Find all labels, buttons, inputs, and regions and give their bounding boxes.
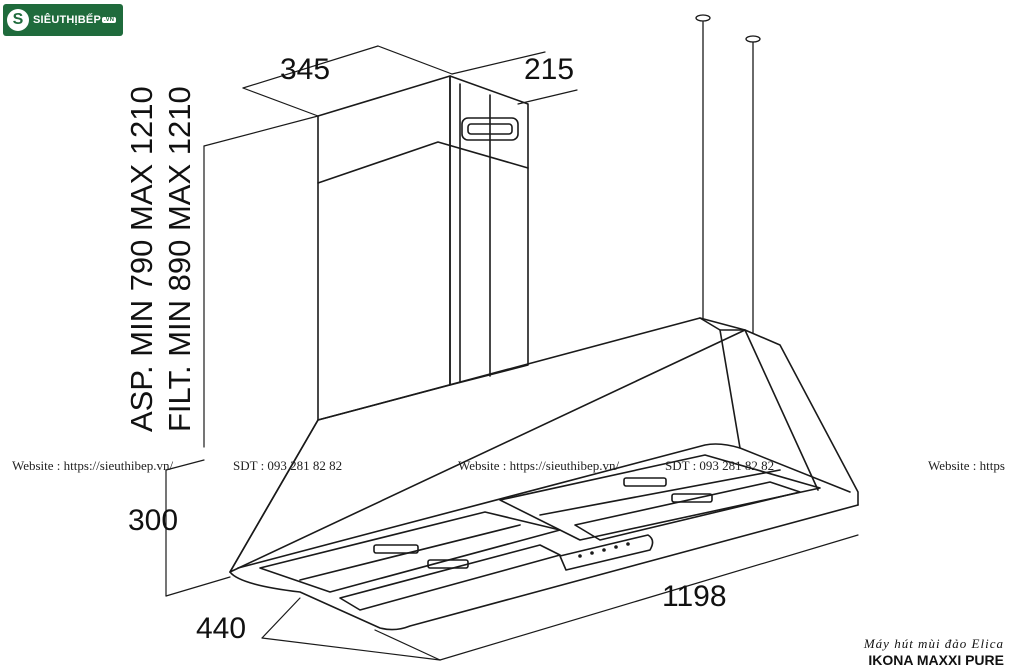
dim-hood-depth: 440 bbox=[196, 612, 246, 645]
watermark-phone: SDT : 093 281 82 82 bbox=[233, 458, 343, 473]
suspension-cables bbox=[695, 14, 761, 334]
control-buttons bbox=[578, 542, 630, 558]
logo-suffix: .VN bbox=[102, 17, 117, 23]
hood-body bbox=[229, 317, 859, 631]
chimney bbox=[317, 75, 529, 421]
logo-text: SIÊUTHỊBẾP bbox=[33, 14, 102, 26]
watermark-website: Website : https bbox=[928, 458, 1005, 473]
dim-chimney-depth: 215 bbox=[524, 53, 574, 86]
watermark-phone: SDT : 093 281 82 82 bbox=[665, 458, 775, 473]
product-caption: Máy hút mùi đảo Elica bbox=[863, 636, 1004, 651]
watermark-website: Website : https://sieuthibep.vn/ bbox=[12, 458, 174, 473]
dim-hood-height: 300 bbox=[128, 504, 178, 537]
logo-icon: S bbox=[7, 9, 29, 31]
dimension-lines bbox=[165, 45, 859, 661]
dim-hood-width: 1198 bbox=[662, 580, 727, 613]
dim-height-filter: FILT. MIN 890 MAX 1210 bbox=[162, 86, 197, 432]
watermark-website: Website : https://sieuthibep.vn/ bbox=[458, 458, 620, 473]
product-model: IKONA MAXXI PURE bbox=[868, 652, 1004, 668]
dim-chimney-width: 345 bbox=[280, 53, 330, 86]
dim-height-aspiration: ASP. MIN 790 MAX 1210 bbox=[124, 86, 159, 432]
brand-logo[interactable]: S SIÊUTHỊBẾP .VN bbox=[3, 4, 123, 36]
